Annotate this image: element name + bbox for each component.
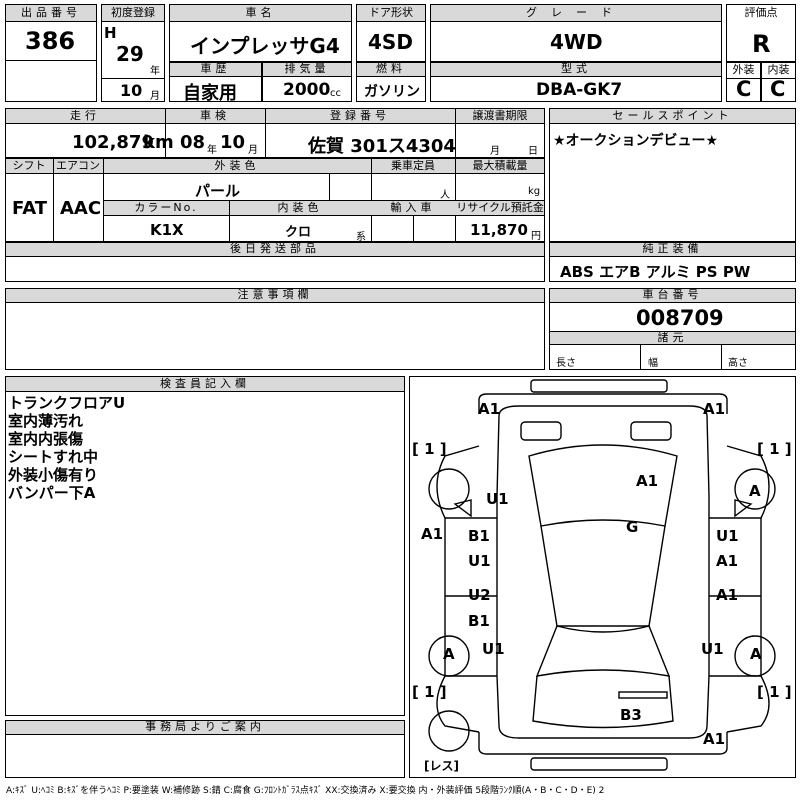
model-code: DBA-GK7 xyxy=(536,80,623,100)
shift: FAT xyxy=(12,198,48,219)
fuel-type: ガソリン xyxy=(364,84,420,100)
exterior-score: C xyxy=(736,77,752,101)
grade: 4WD xyxy=(550,30,603,54)
inspector-note: 室内内張傷 xyxy=(8,430,84,448)
inspection-month: 10 xyxy=(220,132,246,153)
inspection-year: 08 xyxy=(180,132,206,153)
first-reg-year: 29 xyxy=(116,42,144,66)
inspector-note: シートすれ中 xyxy=(8,448,99,466)
damage-legend: A:ｷｽﾞ U:ﾍｺﾐ B:ｷｽﾞを伴うﾍｺﾐ P:要塗装 W:補修跡 S:錆 … xyxy=(6,786,605,796)
inspector-note: バンパー下A xyxy=(8,484,96,502)
color-number: K1X xyxy=(150,221,184,239)
inspector-note: 外装小傷有り xyxy=(8,466,99,484)
aircon: AAC xyxy=(60,198,102,219)
car-name: インプレッサG4 xyxy=(190,34,340,58)
exterior-color: パール xyxy=(195,182,241,200)
car-diagram-box xyxy=(409,376,796,778)
lot-number: 386 xyxy=(25,27,76,55)
interior-color: クロ xyxy=(285,225,312,240)
car-history: 自家用 xyxy=(183,83,237,104)
recycle-fee: 11,870 xyxy=(470,221,528,239)
score: R xyxy=(752,30,771,58)
inspector-note: 室内薄汚れ xyxy=(8,412,84,430)
first-reg-month: 10 xyxy=(120,81,143,100)
door-type: 4SD xyxy=(368,30,413,54)
sales-point: ★オークションデビュー★ xyxy=(553,133,719,149)
inspector-note: トランクフロアU xyxy=(8,394,126,412)
mileage: 102,879 xyxy=(72,132,154,153)
interior-score: C xyxy=(770,77,786,101)
standard-equipment: ABS エアB アルミ PS PW xyxy=(560,263,751,281)
plate-number: 佐賀 301ス4304 xyxy=(308,136,456,157)
displacement: 2000 xyxy=(283,80,331,100)
car-diagram xyxy=(428,379,776,771)
chassis-number: 008709 xyxy=(636,306,724,330)
lot-label: 出品番号 xyxy=(21,6,81,19)
